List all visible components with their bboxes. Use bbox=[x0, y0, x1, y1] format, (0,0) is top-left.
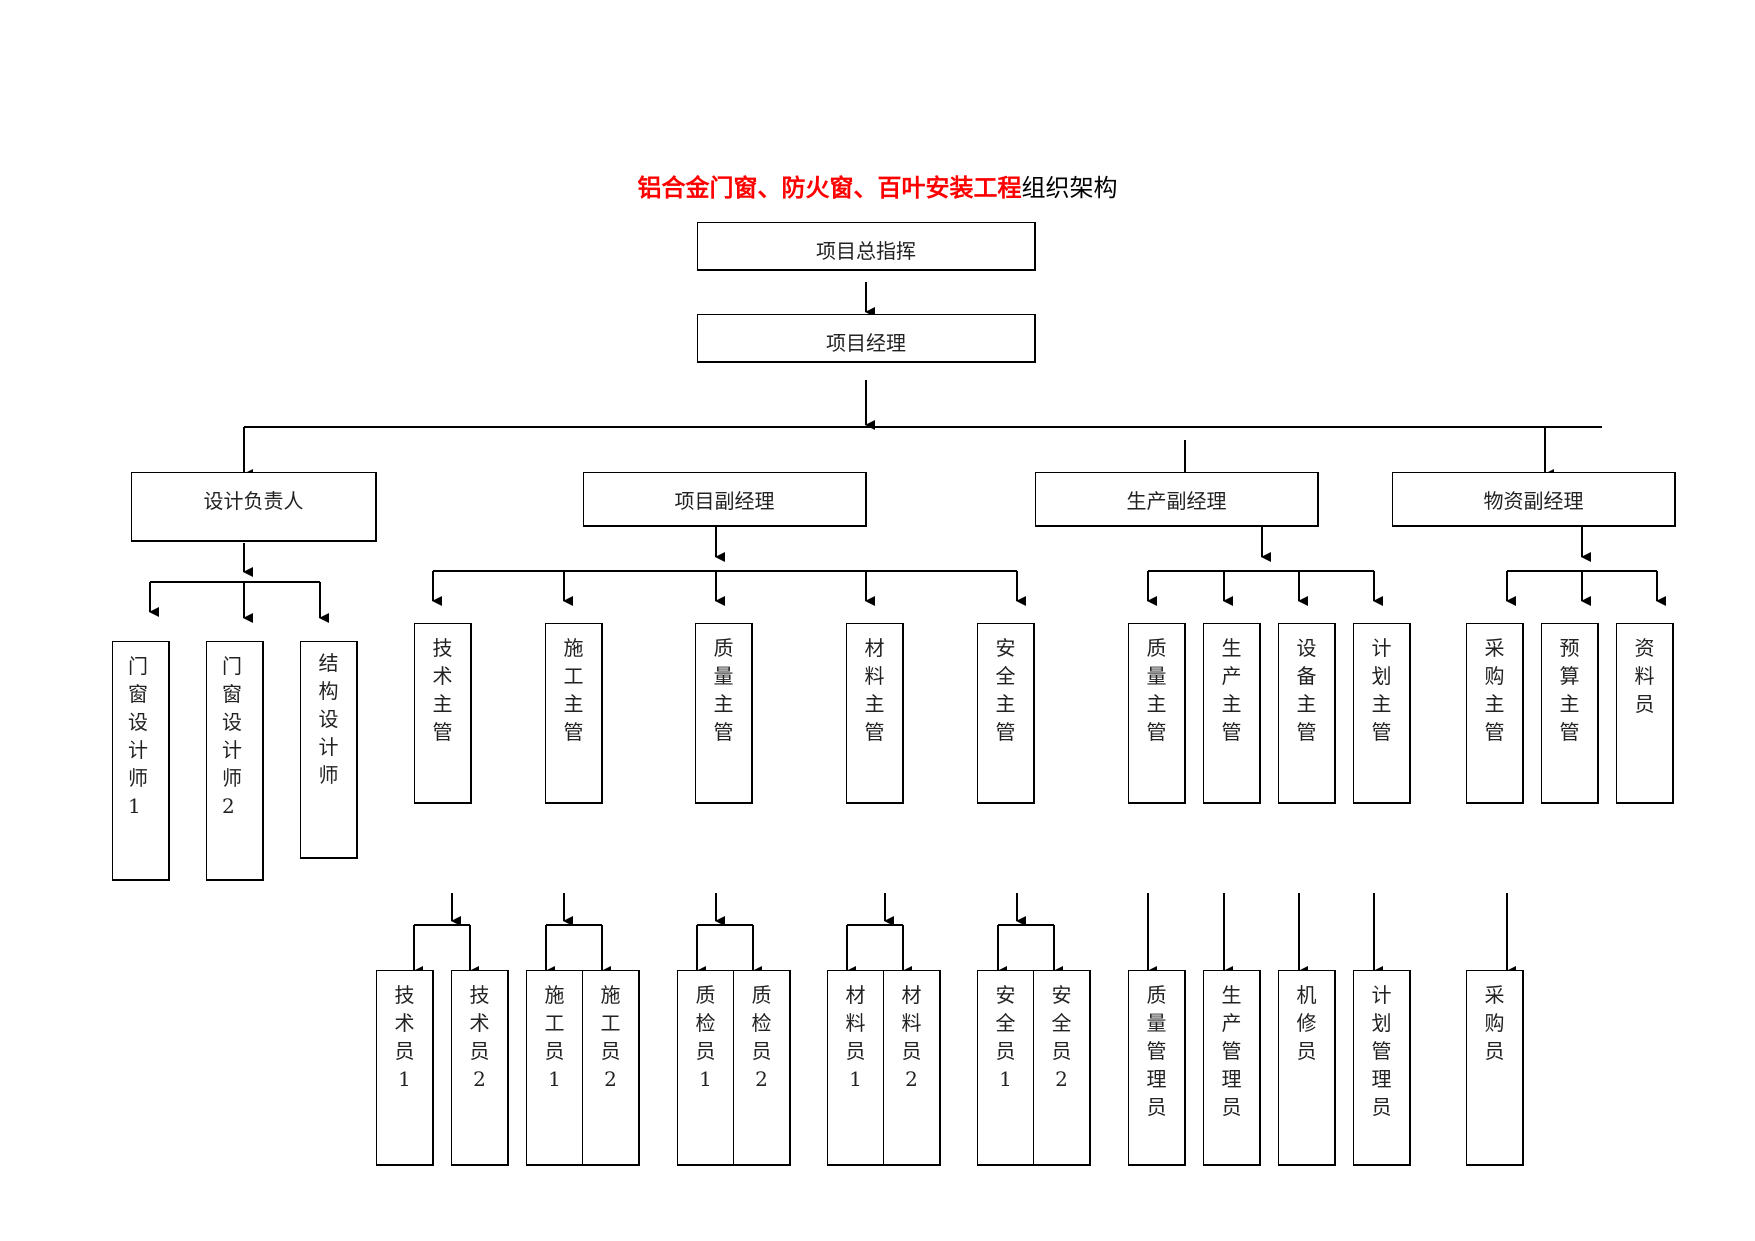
node-label: 机 修 员 bbox=[1296, 983, 1317, 1063]
node-label: 材 料 员 2 bbox=[901, 983, 922, 1091]
node-budget-supervisor: 预 算 主 管 bbox=[1541, 623, 1599, 804]
node-label: 质 检 员 1 bbox=[695, 983, 716, 1091]
node-label: 安 全 员 2 bbox=[1051, 983, 1072, 1091]
node-quality-inspector-1: 质 检 员 1 bbox=[677, 970, 735, 1166]
node-label: 质 量 主 管 bbox=[713, 636, 734, 744]
node-quality-supervisor: 质 量 主 管 bbox=[695, 623, 753, 804]
title-black-part: 组织架构 bbox=[1021, 174, 1118, 202]
node-project-manager: 项目经理 bbox=[697, 314, 1036, 363]
node-label: 生 产 管 理 员 bbox=[1221, 983, 1242, 1119]
node-label: 预 算 主 管 bbox=[1559, 636, 1580, 744]
node-constructor-1: 施 工 员 1 bbox=[526, 970, 584, 1166]
node-label: 技 术 员 1 bbox=[394, 983, 415, 1091]
node-label: 门 窗 设 计 师 1 bbox=[128, 654, 148, 818]
node-planning-admin: 计 划 管 理 员 bbox=[1353, 970, 1411, 1166]
node-prod-quality-supervisor: 质 量 主 管 bbox=[1128, 623, 1186, 804]
node-constructor-2: 施 工 员 2 bbox=[582, 970, 640, 1166]
node-production-supervisor: 生 产 主 管 bbox=[1203, 623, 1261, 804]
node-label: 安 全 主 管 bbox=[995, 636, 1016, 744]
title-red-part: 铝合金门窗、防火窗、百叶安装工程 bbox=[637, 174, 1022, 202]
node-label: 施 工 主 管 bbox=[563, 636, 584, 744]
node-label: 技 术 员 2 bbox=[469, 983, 490, 1091]
node-label: 质 检 员 2 bbox=[751, 983, 772, 1091]
node-label: 施 工 员 1 bbox=[544, 983, 565, 1091]
node-safety-officer-2: 安 全 员 2 bbox=[1033, 970, 1091, 1166]
node-label: 计 划 管 理 员 bbox=[1371, 983, 1392, 1119]
node-material-clerk-2: 材 料 员 2 bbox=[883, 970, 941, 1166]
node-label: 项目总指挥 bbox=[816, 239, 916, 263]
node-label: 质 量 主 管 bbox=[1146, 636, 1167, 744]
node-buyer: 采 购 员 bbox=[1466, 970, 1524, 1166]
node-material-supervisor: 材 料 主 管 bbox=[846, 623, 904, 804]
node-label: 设计负责人 bbox=[203, 489, 304, 513]
node-material-deputy: 物资副经理 bbox=[1392, 472, 1676, 527]
node-technician-1: 技 术 员 1 bbox=[376, 970, 434, 1166]
node-door-window-designer-1: 门 窗 设 计 师 1 bbox=[112, 641, 170, 881]
node-planning-supervisor: 计 划 主 管 bbox=[1353, 623, 1411, 804]
node-label: 技 术 主 管 bbox=[432, 636, 453, 744]
node-construction-supervisor: 施 工 主 管 bbox=[545, 623, 603, 804]
node-technician-2: 技 术 员 2 bbox=[451, 970, 509, 1166]
node-label: 项目副经理 bbox=[674, 489, 775, 513]
node-archivist: 资 料 员 bbox=[1616, 623, 1674, 804]
node-label: 物资副经理 bbox=[1483, 489, 1584, 513]
node-deputy-pm: 项目副经理 bbox=[583, 472, 867, 527]
node-quality-inspector-2: 质 检 员 2 bbox=[733, 970, 791, 1166]
node-label: 质 量 管 理 员 bbox=[1146, 983, 1167, 1119]
node-label: 采 购 员 bbox=[1484, 983, 1505, 1063]
node-design-lead: 设计负责人 bbox=[131, 472, 377, 542]
node-production-admin: 生 产 管 理 员 bbox=[1203, 970, 1261, 1166]
chart-title: 铝合金门窗、防火窗、百叶安装工程组织架构 bbox=[0, 168, 1755, 203]
node-label: 门 窗 设 计 师 2 bbox=[222, 654, 242, 818]
node-label: 材 料 主 管 bbox=[864, 636, 885, 744]
node-project-director: 项目总指挥 bbox=[697, 222, 1036, 271]
node-label: 材 料 员 1 bbox=[845, 983, 866, 1091]
node-purchasing-supervisor: 采 购 主 管 bbox=[1466, 623, 1524, 804]
node-label: 生产副经理 bbox=[1126, 489, 1227, 513]
node-label: 采 购 主 管 bbox=[1484, 636, 1505, 744]
node-label: 设 备 主 管 bbox=[1296, 636, 1317, 744]
node-material-clerk-1: 材 料 员 1 bbox=[827, 970, 885, 1166]
node-label: 计 划 主 管 bbox=[1371, 636, 1392, 744]
node-door-window-designer-2: 门 窗 设 计 师 2 bbox=[206, 641, 264, 881]
node-quality-admin: 质 量 管 理 员 bbox=[1128, 970, 1186, 1166]
node-safety-officer-1: 安 全 员 1 bbox=[977, 970, 1035, 1166]
node-equipment-supervisor: 设 备 主 管 bbox=[1278, 623, 1336, 804]
node-label: 资 料 员 bbox=[1634, 636, 1655, 716]
node-label: 施 工 员 2 bbox=[600, 983, 621, 1091]
node-label: 结 构 设 计 师 bbox=[318, 651, 339, 787]
node-production-deputy: 生产副经理 bbox=[1035, 472, 1319, 527]
node-label: 生 产 主 管 bbox=[1221, 636, 1242, 744]
node-mechanic: 机 修 员 bbox=[1278, 970, 1336, 1166]
node-structural-designer: 结 构 设 计 师 bbox=[300, 641, 358, 859]
node-safety-supervisor: 安 全 主 管 bbox=[977, 623, 1035, 804]
node-label: 安 全 员 1 bbox=[995, 983, 1016, 1091]
node-label: 项目经理 bbox=[826, 331, 906, 355]
node-tech-supervisor: 技 术 主 管 bbox=[414, 623, 472, 804]
